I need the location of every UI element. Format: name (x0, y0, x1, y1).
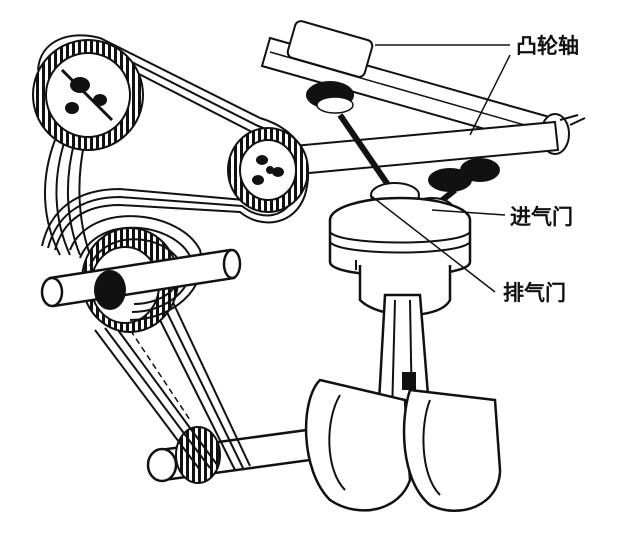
leader-lines (369, 44, 511, 293)
intake-valve-label: 进气门 (510, 205, 573, 229)
camshaft-label: 凸轮轴 (516, 34, 579, 58)
lower-belt (94, 295, 251, 471)
camshaft-sprocket (32, 39, 144, 151)
intermediate-shaft (227, 120, 560, 213)
piston (328, 196, 472, 317)
exhaust-valve-label: 排气门 (503, 281, 566, 305)
crankshaft (146, 378, 502, 513)
tensioner-pulley (40, 215, 242, 333)
